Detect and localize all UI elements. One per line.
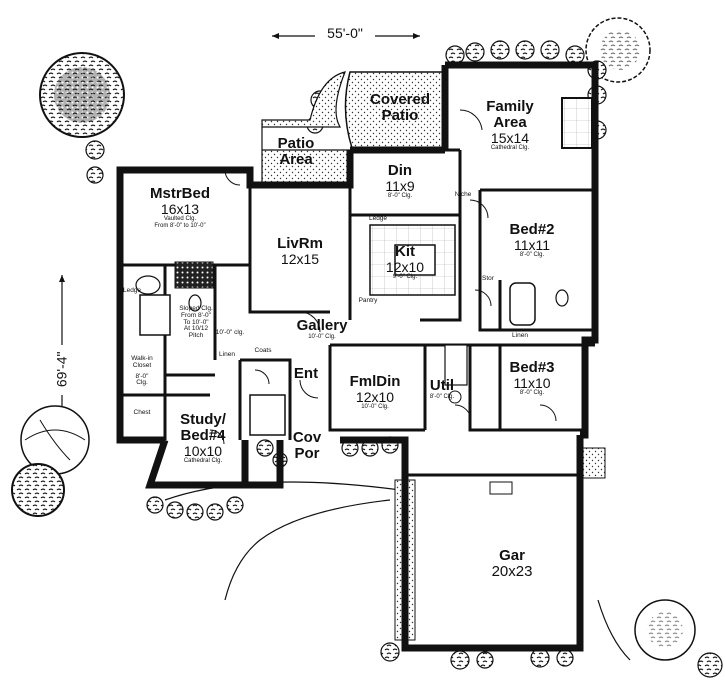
covered-patio-line1: Covered <box>369 91 431 108</box>
garage-label: Gar 20x23 <box>492 548 533 580</box>
sloped-line5: Pitch <box>188 332 204 340</box>
dining-label: Din 11x9 8'-0" Clg. <box>385 163 414 200</box>
storage-note: Stor <box>482 275 494 282</box>
study-size: 10x10 <box>183 442 223 459</box>
utility-name: Util <box>429 377 455 394</box>
chest-note: Chest <box>133 409 151 416</box>
width-dimension-line <box>272 33 420 39</box>
walkin-clg-line2: Clg. <box>136 379 148 387</box>
porch-name-line2: Por <box>294 444 320 462</box>
patio-area-label: Patio Area <box>278 136 315 168</box>
sloped-line4: At 10/12 <box>183 325 209 333</box>
master-name: MstrBed <box>149 185 211 202</box>
coats-note: Coats <box>254 347 272 354</box>
family-ceiling: Cathedral Clg. <box>490 145 530 152</box>
family-area-label: Family Area 15x14 Cathedral Clg. <box>486 99 534 151</box>
porch-name-line1: Cov <box>292 429 322 446</box>
master-ceiling-line1: Vaulted Clg. <box>163 216 197 223</box>
study-ceiling-2: 8'-0" Clg. <box>190 482 216 488</box>
bed2-name: Bed#2 <box>509 221 555 238</box>
bed3-size: 11x10 <box>513 374 551 391</box>
sloped-line3: To 10'-0" <box>183 318 209 326</box>
garage-name: Gar <box>499 547 525 564</box>
kitchen-name: Kit <box>395 243 415 260</box>
linen-bed-note: Linen <box>512 332 528 339</box>
hall-ceiling-note: 10'-0" clg. <box>215 329 245 336</box>
overall-depth-label: 69'-4" <box>53 351 70 388</box>
sloped-line2: From 8'-0" <box>181 311 211 319</box>
fixtures <box>135 97 593 495</box>
kitchen-ceiling: 9'-0" Clg. <box>392 274 418 281</box>
ledge-note-dining: Ledge <box>368 215 388 222</box>
niche-note: Niche <box>454 191 472 198</box>
entry-label: Ent <box>293 365 319 382</box>
family-dining-label: FmlDin 12x10 10'-0" Clg. <box>350 374 401 411</box>
living-room-label: LivRm 12x15 <box>277 236 323 266</box>
walkin-closet-note: Walk-in Closet 8'-0" Clg. <box>131 355 153 387</box>
pantry-note: Pantry <box>358 297 378 304</box>
utility-ceiling: 8'-0" Clg. <box>429 393 455 400</box>
ledge-note-bath: Ledge <box>122 287 142 294</box>
family-dining-size: 12x10 <box>355 388 395 405</box>
walkin-clg-line1: 8'-0" <box>135 372 149 380</box>
family-size: 15x14 <box>490 129 530 146</box>
overall-width-label: 55'-0" <box>327 25 363 41</box>
family-dining-name: FmlDin <box>349 373 401 390</box>
landscape-trees <box>11 17 723 678</box>
study-label: Study/ Bed#4 10x10 Cathedral Clg. <box>180 412 226 464</box>
study-name-line1: Study/ <box>180 411 226 428</box>
master-bedroom-label: MstrBed 16x13 Vaulted Clg. From 8'-0" to… <box>150 186 210 229</box>
family-name-line2: Area <box>493 113 527 131</box>
interior-walls <box>120 148 595 477</box>
sloped-ceiling-note: Sloped Clg. From 8'-0" To 10'-0" At 10/1… <box>179 305 213 340</box>
master-size: 16x13 <box>160 200 200 217</box>
covered-porch-label: Cov Por <box>293 430 321 462</box>
bed3-ceiling: 8'-0" Clg. <box>519 390 545 397</box>
dining-name: Din <box>387 162 413 179</box>
kitchen-label: Kit 12x10 9'-0" Clg. <box>386 244 424 281</box>
living-size: 12x15 <box>280 250 320 267</box>
gallery-ceiling: 10'-0" Clg. <box>308 333 336 340</box>
bed2-label: Bed#2 11x11 8'-0" Clg. <box>509 222 554 259</box>
walkin-line1: Walk-in <box>131 355 153 362</box>
bed2-ceiling: 8'-0" Clg. <box>519 252 545 259</box>
gallery-label: Gallery 10'-0" Clg. <box>297 318 348 340</box>
dining-ceiling: 8'-0" Clg. <box>387 193 413 200</box>
family-dining-ceiling: 10'-0" Clg. <box>361 404 389 411</box>
linen-hall-note: Linen <box>219 351 235 358</box>
doors <box>209 109 557 445</box>
garage-size: 20x23 <box>491 562 533 580</box>
sloped-line1: Sloped Clg. <box>179 305 213 312</box>
patio-name-line1: Patio <box>277 135 315 152</box>
walkin-line2: Closet <box>132 361 152 369</box>
kitchen-size: 12x10 <box>385 258 425 275</box>
master-ceiling-line2: From 8'-0" to 10'-0" <box>154 222 206 229</box>
walkway <box>164 447 631 661</box>
patio-area-slab <box>261 71 351 186</box>
study-ceiling: Cathedral Clg. <box>183 458 223 465</box>
bed3-name: Bed#3 <box>509 359 555 376</box>
living-name: LivRm <box>277 235 323 252</box>
gallery-name: Gallery <box>296 317 348 334</box>
bed3-label: Bed#3 11x10 8'-0" Clg. <box>509 360 554 397</box>
family-name-line1: Family <box>486 98 534 115</box>
dining-size: 11x9 <box>385 177 415 194</box>
covered-patio-label: Covered Patio <box>370 92 430 124</box>
patio-name-line2: Area <box>279 150 313 168</box>
utility-label: Util 8'-0" Clg. <box>430 378 454 400</box>
bed2-size: 11x11 <box>513 236 551 253</box>
study-name-line2: Bed#4 <box>180 426 226 444</box>
covered-patio-line2: Patio <box>381 106 419 124</box>
